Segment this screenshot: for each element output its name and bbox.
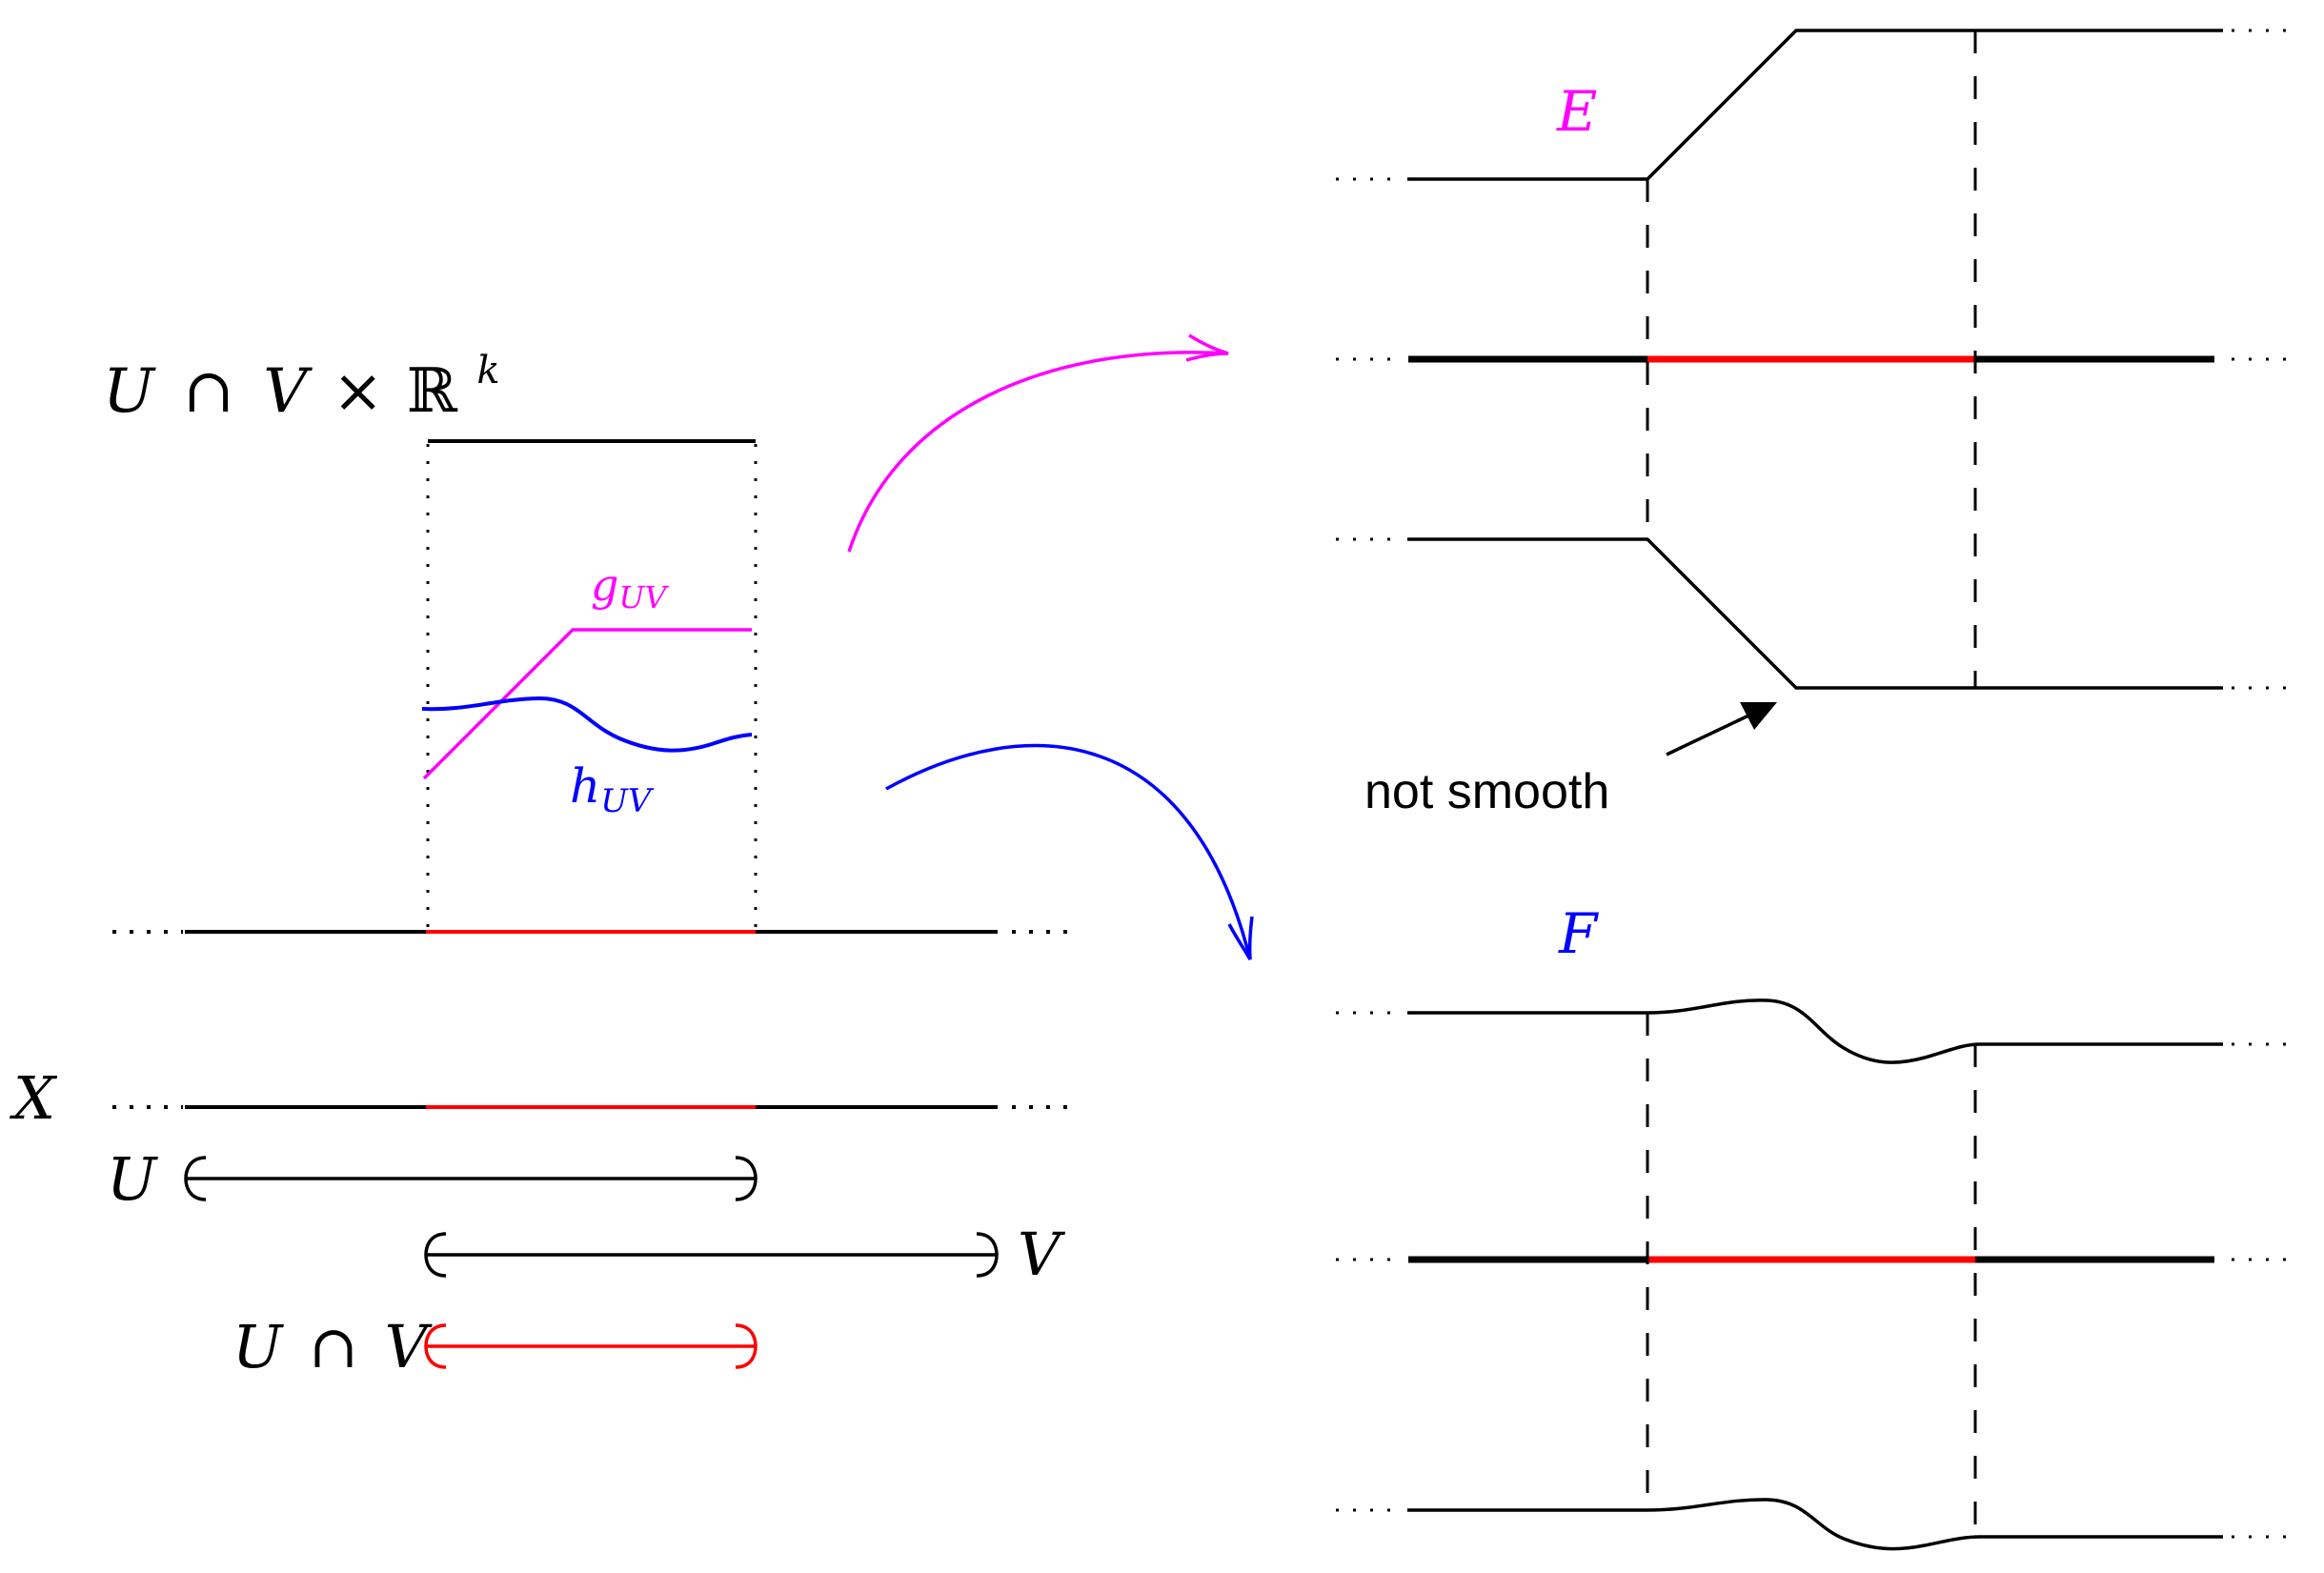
product-times: × — [333, 356, 384, 427]
u-label: U — [107, 1144, 158, 1214]
intersection-cap: ∩ — [309, 1312, 358, 1381]
g-uv-label: gUV — [591, 559, 669, 615]
g-uv-sub: UV — [618, 579, 669, 615]
e-upper-sheet — [1407, 29, 2223, 181]
product-exponent: k — [476, 349, 499, 393]
f-upper-sheet — [1407, 998, 2223, 1064]
product-u: U — [103, 356, 156, 427]
product-space-label: U ∩ V × ℝ k — [103, 349, 500, 427]
h-uv-main: h — [570, 758, 600, 814]
h-uv-sub: UV — [600, 782, 655, 820]
product-cap: ∩ — [183, 356, 234, 427]
arrow-to-f — [885, 743, 1254, 960]
bundle-f: F — [1336, 901, 2287, 1551]
not-smooth-arrow-head — [1740, 702, 1777, 730]
intersection-label: U ∩ V — [232, 1312, 434, 1381]
product-R: ℝ — [407, 356, 458, 427]
e-lower-sheet — [1407, 537, 2223, 690]
g-uv-curve — [422, 628, 752, 780]
f-label: F — [1558, 901, 1599, 966]
g-uv-main: g — [591, 559, 618, 611]
bundle-e: E not smooth — [1336, 29, 2287, 819]
v-interval — [424, 1232, 999, 1278]
v-label: V — [1018, 1220, 1066, 1289]
not-smooth-arrow-shaft — [1666, 707, 1764, 756]
u-right-bracket — [735, 1156, 758, 1201]
x-label: X — [10, 1063, 58, 1133]
u-interval — [184, 1156, 758, 1201]
arrow-to-f-head — [1227, 916, 1254, 960]
h-uv-curve — [421, 696, 753, 753]
arrow-to-e-head — [1185, 333, 1229, 362]
arrow-to-e-shaft — [847, 351, 1229, 553]
left-figure: U ∩ V × ℝ k gUV hUV X — [10, 349, 1072, 1381]
not-smooth-label: not smooth — [1364, 764, 1609, 819]
f-lower-sheet — [1407, 1498, 2223, 1551]
arrow-to-e — [847, 333, 1229, 553]
arrow-to-f-shaft — [885, 743, 1252, 960]
intersection-interval — [424, 1323, 758, 1369]
v-right-bracket — [976, 1232, 999, 1278]
product-v: V — [263, 356, 313, 427]
intersection-right-bracket — [735, 1323, 758, 1369]
e-label: E — [1556, 79, 1597, 144]
intersection-u: U — [232, 1312, 284, 1381]
h-uv-label: hUV — [570, 758, 655, 820]
